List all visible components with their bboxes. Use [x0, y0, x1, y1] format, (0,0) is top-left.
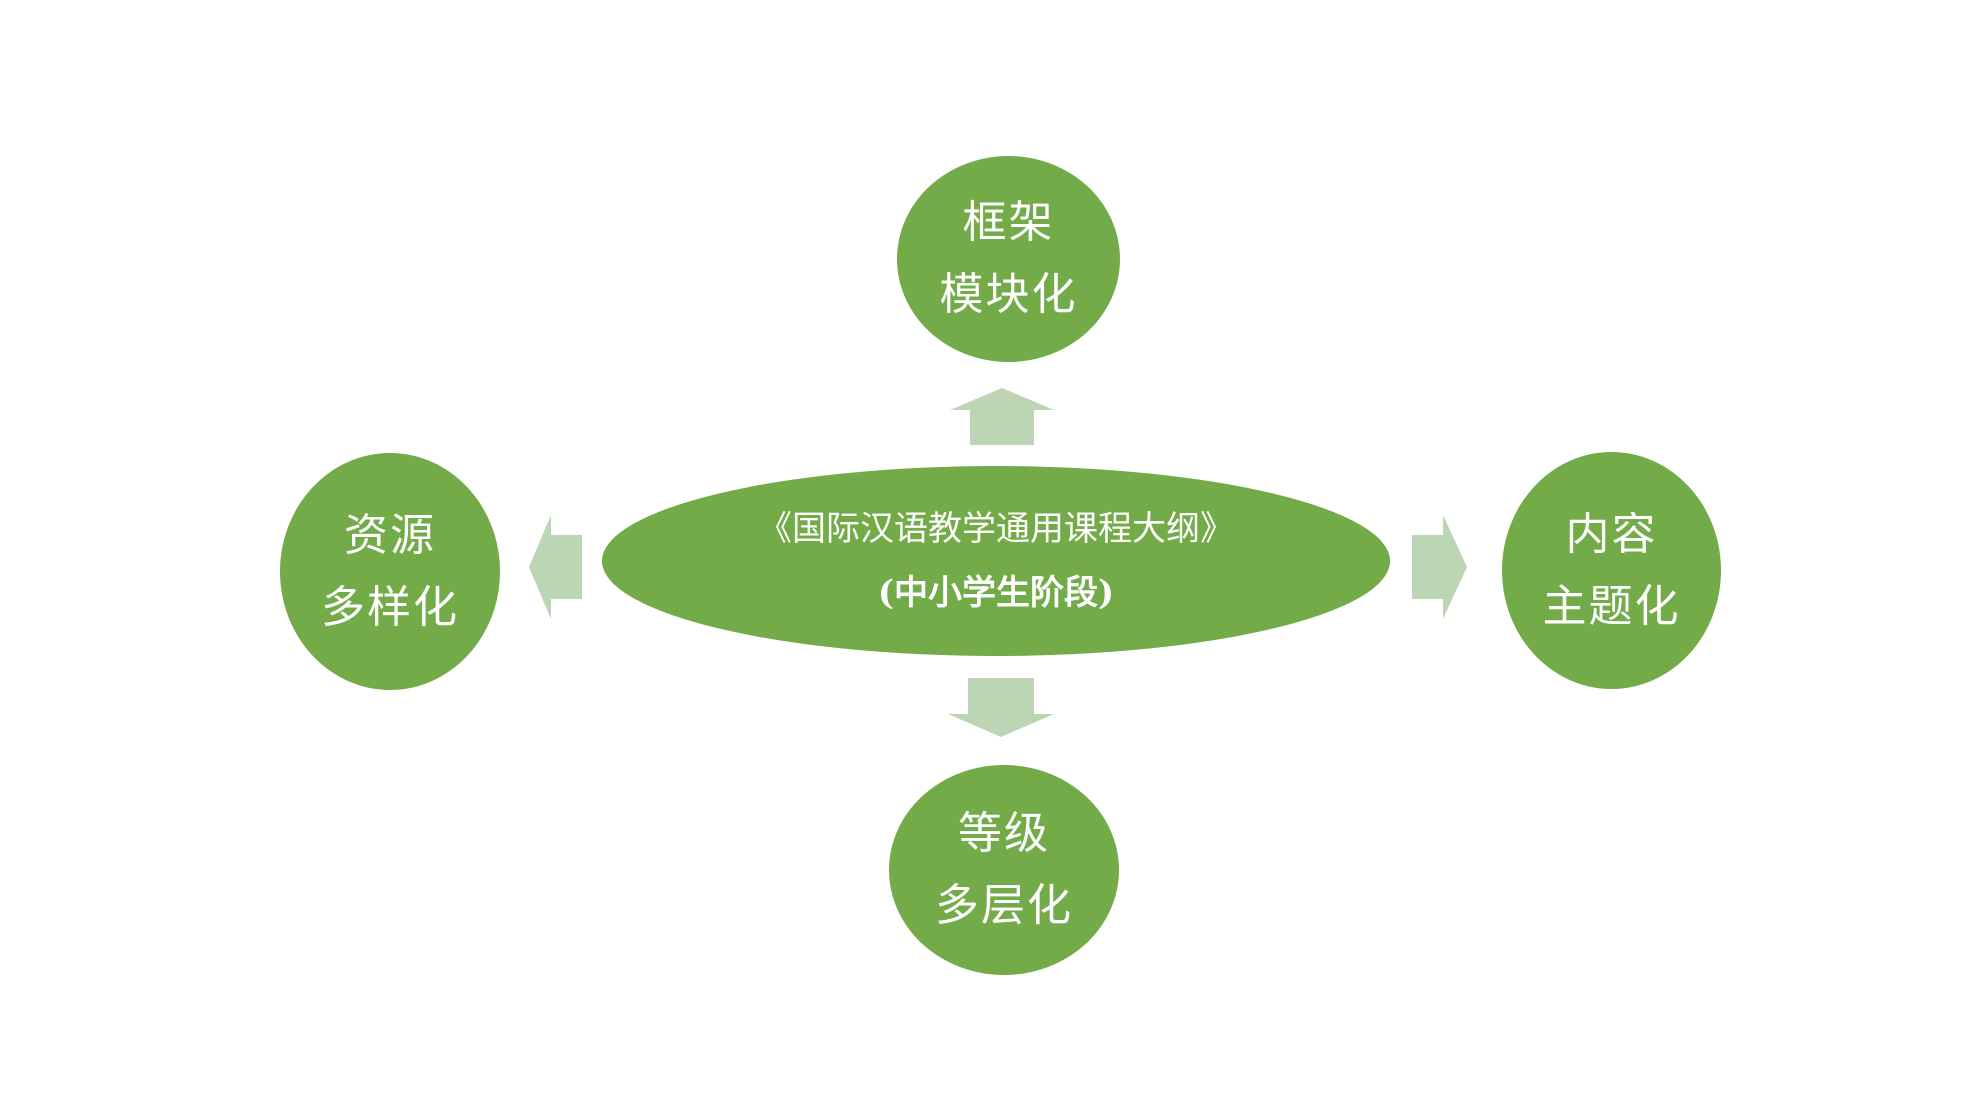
center-syllabus-node: 《国际汉语教学通用课程大纲》 (中小学生阶段) — [602, 466, 1390, 656]
node-level-line2: 多层化 — [935, 880, 1073, 931]
center-subtitle: (中小学生阶段) — [877, 573, 1115, 613]
arrow-down-shape — [948, 678, 1054, 737]
arrow-up-shape — [950, 388, 1054, 445]
node-resource-line2: 多样化 — [321, 581, 459, 633]
arrow-down-icon — [948, 678, 1054, 737]
node-level: 等级 多层化 — [889, 765, 1119, 975]
node-content-line2: 主题化 — [1542, 580, 1681, 632]
node-content: 内容 主题化 — [1502, 452, 1721, 689]
center-title: 《国际汉语教学通用课程大纲》 — [758, 509, 1234, 549]
node-content-line1: 内容 — [1565, 508, 1658, 560]
node-framework: 框架 模块化 — [897, 156, 1120, 362]
arrow-right-shape — [1412, 515, 1467, 619]
node-level-line1: 等级 — [958, 808, 1050, 859]
node-framework-line2: 模块化 — [939, 269, 1078, 320]
arrow-right-icon — [1412, 515, 1467, 619]
node-resource-line1: 资源 — [344, 509, 436, 561]
arrow-left-shape — [529, 515, 582, 619]
arrow-up-icon — [950, 388, 1054, 445]
node-framework-line1: 框架 — [962, 197, 1055, 248]
arrow-left-icon — [529, 515, 582, 619]
node-resource: 资源 多样化 — [280, 453, 500, 690]
